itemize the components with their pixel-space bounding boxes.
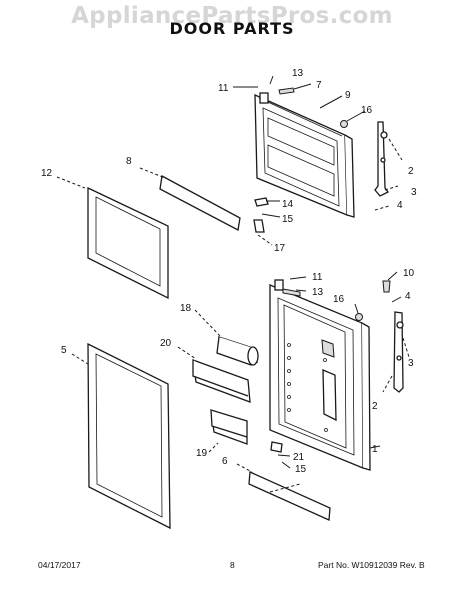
- callout-5: 5: [61, 345, 67, 356]
- freezer-door-hinge-bracket: [374, 121, 389, 197]
- callout-21: 21: [293, 452, 305, 463]
- callout-15-upper: 15: [282, 214, 294, 225]
- freezer-door-handle: [159, 174, 241, 231]
- door-bin-lower: [210, 409, 248, 445]
- hinge-screw: [382, 280, 391, 293]
- callout-2-lower: 2: [372, 401, 378, 412]
- watermark: AppliancePartsPros.com: [71, 3, 393, 29]
- freezer-door-gasket: [87, 186, 169, 300]
- callout-19: 19: [196, 448, 208, 459]
- door-bin-upper: [192, 359, 251, 403]
- callout-11-lower: 11: [312, 272, 323, 283]
- callout-7: 7: [316, 80, 322, 91]
- refrigerator-door-gasket: [87, 342, 171, 530]
- callout-18: 18: [180, 303, 192, 314]
- callout-3-lower: 3: [408, 358, 414, 369]
- footer-part-number: Part No. W10912039 Rev. B: [318, 560, 425, 570]
- callout-16-lower: 16: [333, 294, 345, 305]
- callout-17: 17: [274, 243, 286, 254]
- footer-page-number: 8: [230, 560, 235, 570]
- dairy-compartment: [216, 336, 259, 366]
- callout-6: 6: [222, 456, 228, 467]
- callout-20: 20: [160, 338, 172, 349]
- page-title: DOOR PARTS: [169, 19, 295, 38]
- callout-8: 8: [126, 156, 132, 167]
- callout-13-lower: 13: [312, 287, 324, 298]
- callout-4-lower: 4: [405, 291, 411, 302]
- callout-3-upper: 3: [411, 187, 417, 198]
- callout-11-upper: 11: [218, 83, 229, 94]
- callout-4-upper: 4: [397, 200, 403, 211]
- hinge-bushing: [278, 87, 295, 95]
- refrigerator-door-hinge-bracket: [393, 311, 404, 393]
- refrigerator-door-handle: [248, 471, 331, 521]
- footer: 04/17/2017 8 Part No. W10912039 Rev. B: [0, 560, 464, 574]
- callout-2-upper: 2: [408, 166, 414, 177]
- door-stop: [340, 120, 348, 128]
- refrigerator-door: [269, 279, 371, 471]
- footer-date: 04/17/2017: [38, 560, 81, 570]
- callout-15-lower: 15: [295, 464, 307, 475]
- callout-13-upper: 13: [292, 68, 304, 79]
- callout-10: 10: [403, 268, 415, 279]
- callout-16-upper: 16: [361, 105, 373, 116]
- handle-cap: [253, 219, 265, 233]
- callout-12: 12: [41, 168, 53, 179]
- callout-1: 1: [372, 444, 378, 455]
- door-stop-lower: [355, 313, 363, 321]
- freezer-door: [254, 92, 355, 218]
- lower-handle-mount: [270, 441, 283, 453]
- callout-14: 14: [282, 199, 294, 210]
- callout-9: 9: [345, 90, 351, 101]
- handle-bracket: [254, 197, 269, 207]
